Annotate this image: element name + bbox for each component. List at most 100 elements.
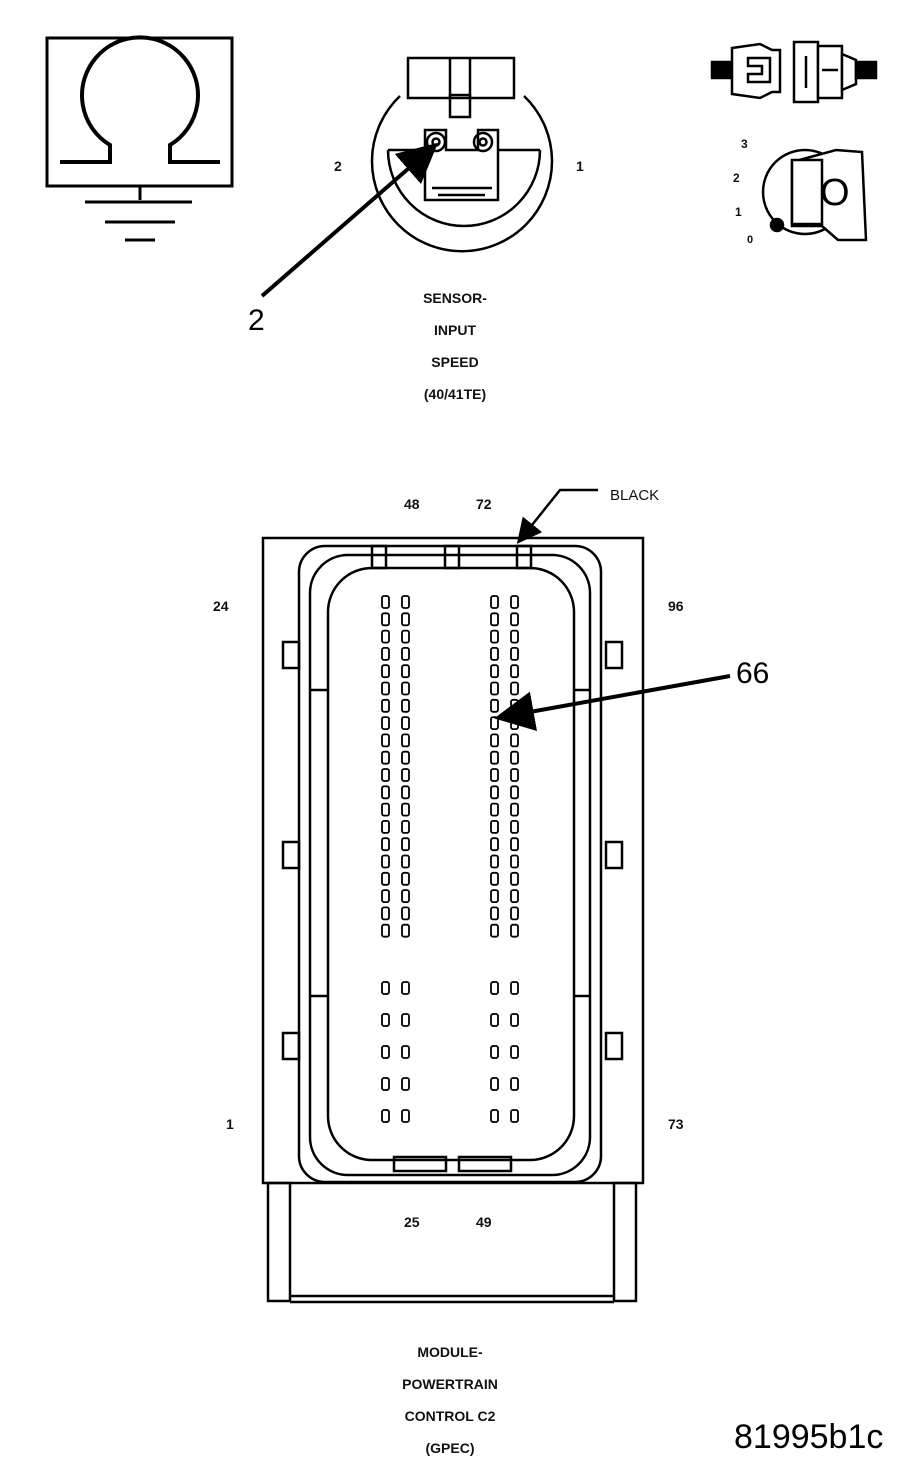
pcm-pin-cavity xyxy=(510,854,519,869)
pcm-pin-48-label: 48 xyxy=(404,496,420,512)
pcm-connector-drawing xyxy=(261,536,645,1304)
pcm-pin-cavity xyxy=(490,889,499,903)
pcm-pin-cavity xyxy=(381,1045,390,1059)
pcm-pin-cavity xyxy=(490,698,499,713)
pcm-pin-cavity xyxy=(381,1109,390,1123)
pcm-pin-cavity xyxy=(401,612,410,627)
pcm-pin-cavity xyxy=(401,647,410,661)
pcm-callout-arrow xyxy=(494,674,731,732)
pcm-pin-cavity xyxy=(510,750,519,765)
pcm-pin-cavity xyxy=(401,1045,410,1059)
pcm-pin-cavity xyxy=(510,595,519,609)
pcm-pin-cavity xyxy=(490,820,499,834)
pcm-pin-cavity xyxy=(401,906,410,921)
sensor-connector-drawing xyxy=(370,56,554,253)
pcm-pin-cavity xyxy=(490,1045,499,1059)
sensor-pin-1-label: 1 xyxy=(576,158,584,174)
pcm-pin-cavity xyxy=(490,733,499,748)
pcm-pin-cavity xyxy=(510,733,519,748)
pcm-pin-cavity xyxy=(381,681,390,696)
pcm-pin-cavity xyxy=(490,681,499,696)
pcm-pin-1-label: 1 xyxy=(226,1116,234,1132)
pcm-pin-cavity xyxy=(490,647,499,661)
pcm-pin-cavity xyxy=(401,923,410,938)
pcm-pin-cavity xyxy=(510,1077,519,1091)
pcm-pin-cavity xyxy=(510,664,519,679)
pcm-pin-cavity xyxy=(381,785,390,800)
pcm-pin-cavity xyxy=(510,820,519,834)
pcm-pin-25-label: 25 xyxy=(404,1214,420,1230)
ignition-position-3: 3 xyxy=(741,137,748,151)
pcm-pin-cavity xyxy=(490,612,499,627)
sensor-callout-number: 2 xyxy=(248,304,265,337)
sensor-callout-arrow xyxy=(260,142,439,298)
pcm-pin-cavity xyxy=(490,716,499,730)
pcm-pin-cavity xyxy=(490,595,499,609)
pcm-pin-cavity xyxy=(381,871,390,886)
pcm-pin-cavity xyxy=(381,647,390,661)
pcm-pin-cavity xyxy=(381,923,390,938)
pcm-pin-cavity xyxy=(490,664,499,679)
pcm-caption-line-3: CONTROL C2 xyxy=(404,1408,496,1424)
pcm-pin-cavity xyxy=(490,871,499,886)
pcm-pin-cavity xyxy=(381,664,390,679)
pcm-pin-cavity xyxy=(490,785,499,800)
pcm-pin-cavity xyxy=(381,854,390,869)
pcm-pin-cavity xyxy=(401,1109,410,1123)
pcm-pin-cavity xyxy=(510,871,519,886)
pcm-pin-cavity xyxy=(510,612,519,627)
pcm-pin-cavity xyxy=(381,698,390,713)
pcm-pin-cavity xyxy=(401,698,410,713)
pcm-pin-cavity xyxy=(381,612,390,627)
pcm-pin-cavity xyxy=(381,768,390,782)
ohmmeter-ground-icon xyxy=(45,35,234,242)
pcm-pin-cavity xyxy=(490,923,499,938)
sensor-caption-line-1: SENSOR- xyxy=(423,290,487,306)
pcm-pin-cavity xyxy=(490,837,499,852)
sensor-caption-line-3: SPEED xyxy=(431,354,479,370)
pcm-pin-cavity xyxy=(401,681,410,696)
pcm-pin-cavity xyxy=(401,871,410,886)
pcm-pin-cavity xyxy=(490,854,499,869)
pcm-pin-cavity xyxy=(510,629,519,644)
pcm-pin-cavity xyxy=(381,716,390,730)
pcm-pin-cavity xyxy=(490,981,499,995)
pcm-callout-number: 66 xyxy=(736,657,770,690)
pcm-pin-cavity xyxy=(401,1013,410,1027)
pcm-pin-cavity xyxy=(401,768,410,782)
pcm-pin-cavity xyxy=(490,906,499,921)
pcm-pin-cavity xyxy=(490,629,499,644)
ignition-key-icon xyxy=(761,148,868,242)
ignition-position-2: 2 xyxy=(733,171,740,185)
pcm-pin-cavity xyxy=(381,1013,390,1027)
pcm-pin-cavity xyxy=(510,889,519,903)
connector-icon xyxy=(710,40,878,104)
ignition-position-1: 1 xyxy=(735,205,742,219)
pcm-pin-cavity xyxy=(381,906,390,921)
pcm-caption: MODULE- POWERTRAIN CONTROL C2 (GPEC) xyxy=(375,1336,525,1464)
pcm-pin-cavity xyxy=(381,733,390,748)
pcm-pin-cavity xyxy=(381,820,390,834)
pcm-pin-cavity xyxy=(381,889,390,903)
pcm-pin-cavity xyxy=(510,802,519,817)
pcm-pin-cavity xyxy=(510,768,519,782)
pcm-pin-96-label: 96 xyxy=(668,598,684,614)
pcm-pin-cavity xyxy=(381,595,390,609)
sensor-caption-line-4: (40/41TE) xyxy=(423,386,487,402)
pcm-pin-cavity xyxy=(490,1077,499,1091)
pcm-pin-cavity xyxy=(510,785,519,800)
pcm-pin-cavity xyxy=(401,785,410,800)
pcm-pin-cavity xyxy=(510,647,519,661)
pcm-pin-cavity xyxy=(401,820,410,834)
sensor-caption: SENSOR- INPUT SPEED (40/41TE) xyxy=(395,282,515,410)
pcm-caption-line-1: MODULE- xyxy=(417,1344,483,1360)
ignition-position-0: 0 xyxy=(747,234,754,246)
pcm-pin-cavity xyxy=(401,1077,410,1091)
pcm-pin-cavity xyxy=(490,1013,499,1027)
sensor-pin-2-label: 2 xyxy=(334,158,342,174)
pcm-pin-cavity xyxy=(401,981,410,995)
pcm-pin-cavity xyxy=(401,733,410,748)
pcm-pin-cavity xyxy=(381,837,390,852)
pcm-pin-72-label: 72 xyxy=(476,496,492,512)
